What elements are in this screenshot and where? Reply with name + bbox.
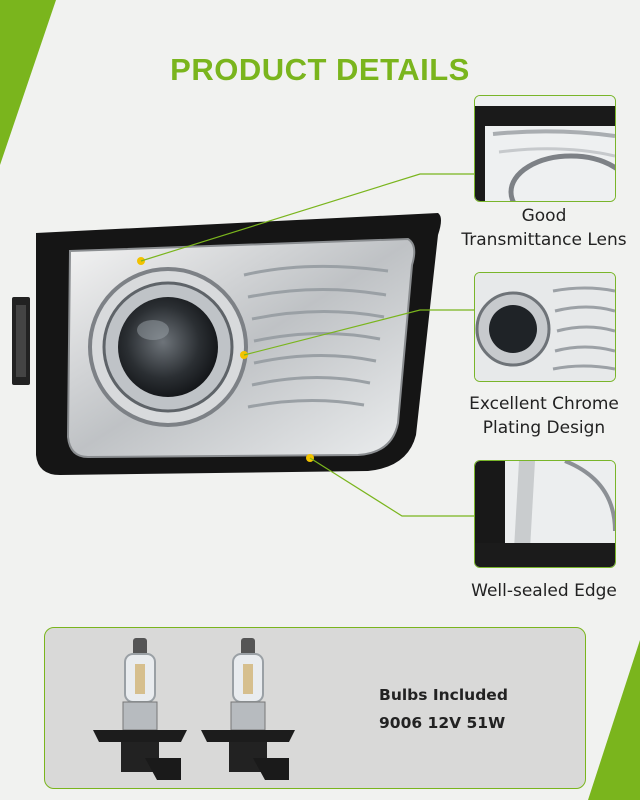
feature-caption-lens: Good Transmittance Lens xyxy=(448,204,640,252)
lens-detail-thumbnail xyxy=(474,95,616,202)
feature-caption-line: Good xyxy=(521,206,567,226)
feature-caption-line: Transmittance Lens xyxy=(461,230,627,250)
feature-caption-line: Excellent Chrome xyxy=(469,394,619,414)
feature-caption-edge: Well-sealed Edge xyxy=(448,579,640,603)
feature-caption-chrome: Excellent Chrome Plating Design xyxy=(448,392,640,440)
top-left-green-stripe xyxy=(0,0,56,165)
bulb-spec-label: 9006 12V 51W xyxy=(379,714,506,732)
feature-caption-line: Plating Design xyxy=(482,418,606,438)
bulbs-panel: Bulbs Included 9006 12V 51W xyxy=(44,627,586,789)
chrome-detail-thumbnail xyxy=(474,272,616,382)
edge-detail-thumbnail xyxy=(474,460,616,568)
bulbs-included-label: Bulbs Included xyxy=(379,686,508,704)
fog-light-image xyxy=(12,213,441,475)
bulb-image xyxy=(93,638,187,780)
bulb-image xyxy=(201,638,295,780)
feature-caption-line: Well-sealed Edge xyxy=(471,581,617,601)
bottom-right-green-stripe xyxy=(588,640,640,800)
page-title: PRODUCT DETAILS xyxy=(170,52,470,87)
